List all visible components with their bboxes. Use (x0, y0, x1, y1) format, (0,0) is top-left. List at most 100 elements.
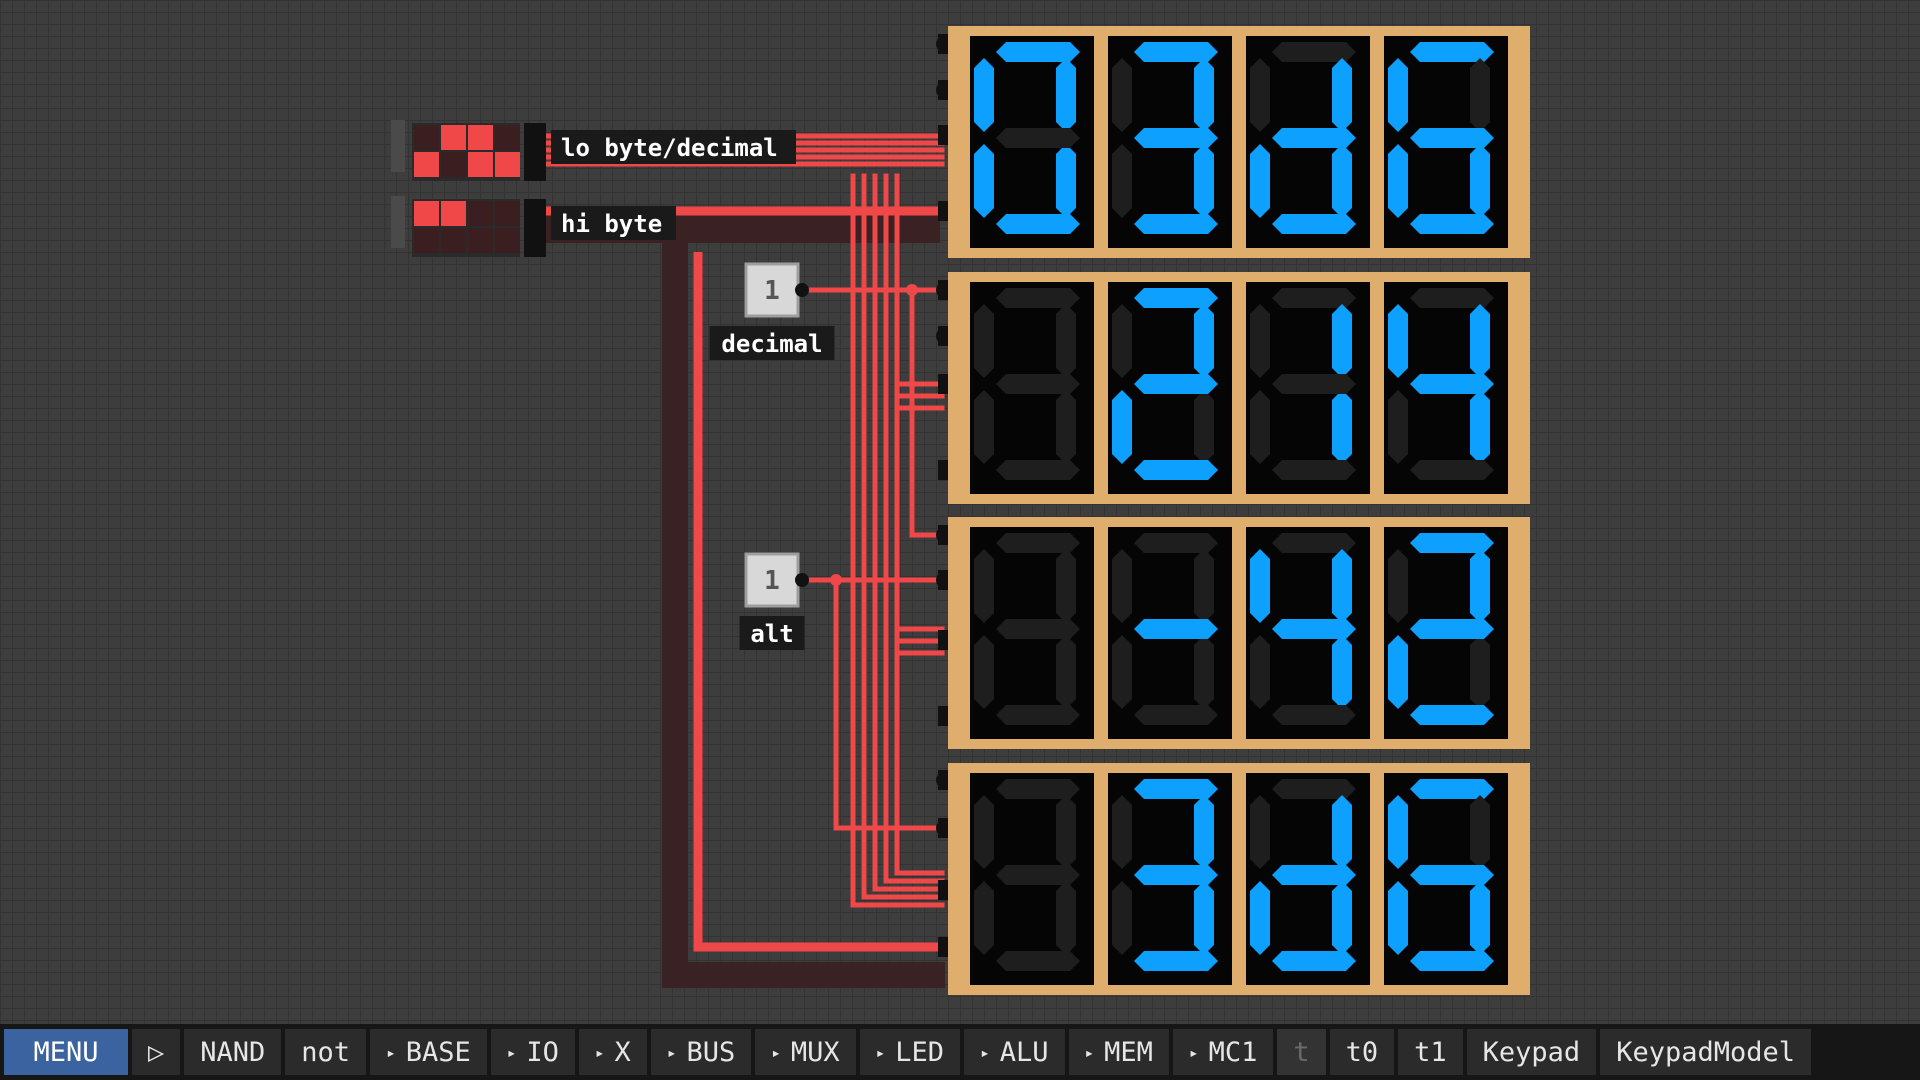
input-button-face[interactable] (744, 552, 800, 608)
switch-bit-toggle[interactable] (468, 125, 493, 150)
switch-bit-toggle[interactable] (441, 201, 466, 226)
segment-c (1194, 635, 1214, 709)
switch-bit-toggle[interactable] (414, 152, 439, 177)
segment-f (1250, 304, 1270, 378)
toolbar-led-button[interactable]: ▸LED (859, 1029, 961, 1075)
switch-handle[interactable] (391, 196, 405, 248)
toolbar-t-button[interactable]: t (1277, 1029, 1326, 1075)
toolbar-io-button[interactable]: ▸IO (490, 1029, 575, 1075)
segment-a (1410, 42, 1494, 62)
switch-bit-toggle[interactable] (495, 125, 520, 150)
segment-e (974, 144, 994, 218)
toolbar-t1-button[interactable]: t1 (1398, 1029, 1463, 1075)
segment-e (1388, 390, 1408, 464)
switch-bit-toggle[interactable] (414, 125, 439, 150)
toolbar-mux-button[interactable]: ▸MUX (755, 1029, 856, 1075)
segment-a (1134, 288, 1218, 308)
segment-e (1112, 390, 1132, 464)
toolbar-nand-button[interactable]: NAND (184, 1029, 282, 1075)
segment-f (974, 795, 994, 869)
toolbar-mem-button[interactable]: ▸MEM (1068, 1029, 1169, 1075)
display-input-pin[interactable] (938, 201, 950, 221)
switch-bit-toggle[interactable] (414, 228, 439, 253)
display-input-pin[interactable] (938, 706, 950, 726)
segment-e (1250, 635, 1270, 709)
segment-g (1272, 619, 1356, 639)
input-button-value: 1 (764, 566, 780, 596)
display-input-pin[interactable] (938, 937, 950, 957)
decimal-branch-wire (909, 290, 942, 538)
input-label-bg (709, 326, 835, 360)
seven-segment-display (948, 517, 1530, 749)
alt-branch-wire (833, 580, 942, 831)
input-button-face[interactable] (744, 262, 800, 318)
toolbar-item-label: X (614, 1036, 631, 1068)
toolbar-menu-button[interactable]: MENU (4, 1029, 128, 1075)
segment-c (1470, 144, 1490, 218)
segment-b (1056, 304, 1076, 378)
toolbar-t0-button[interactable]: t0 (1329, 1029, 1395, 1075)
toolbar-alu-button[interactable]: ▸ALU (964, 1029, 1065, 1075)
toolbar-item-label: Keypad (1482, 1036, 1581, 1068)
segment-a (1272, 288, 1356, 308)
switch-bit-toggle[interactable] (441, 125, 466, 150)
input-button-value: 1 (764, 276, 780, 306)
toolbar-item-label: not (301, 1036, 351, 1068)
switch-bit-toggle[interactable] (468, 201, 493, 226)
toolbar-base-button[interactable]: ▸BASE (370, 1029, 487, 1075)
segment-g (996, 128, 1080, 148)
switch-label: hi byte (561, 210, 662, 238)
switch-handle[interactable] (391, 120, 405, 172)
toolbar-play-button[interactable]: ▷ (132, 1029, 181, 1075)
segment-g (1410, 374, 1494, 394)
segment-g (1272, 128, 1356, 148)
segment-d (1134, 951, 1218, 971)
display-input-pin[interactable] (938, 125, 950, 145)
display-input-pin[interactable] (938, 630, 950, 650)
decimal-input-button[interactable]: 1 decimal (709, 262, 835, 360)
toolbar-mc1-button[interactable]: ▸MC1 (1172, 1029, 1274, 1075)
display-input-pin[interactable] (938, 460, 950, 480)
switch-bit-toggle[interactable] (441, 228, 466, 253)
display-input-pin[interactable] (938, 880, 950, 900)
expand-arrow-icon: ▸ (1084, 1042, 1095, 1062)
toolbar-keypad-button[interactable]: Keypad (1466, 1029, 1597, 1075)
switch-bit-toggle[interactable] (468, 228, 493, 253)
segment-a (1134, 42, 1218, 62)
segment-g (996, 619, 1080, 639)
segment-g (1410, 128, 1494, 148)
segment-g (1272, 374, 1356, 394)
segment-d (996, 951, 1080, 971)
lo-byte-switch: lo byte/decimal (391, 120, 796, 181)
input-label: decimal (721, 330, 822, 358)
toolbar-x-button[interactable]: ▸X (578, 1029, 647, 1075)
switch-bit-toggle[interactable] (495, 228, 520, 253)
switch-bit-toggle[interactable] (441, 152, 466, 177)
segment-f (974, 549, 994, 623)
toolbar-bus-button[interactable]: ▸BUS (650, 1029, 752, 1075)
switch-bit-toggle[interactable] (495, 152, 520, 177)
segment-d (996, 214, 1080, 234)
seven-segment-display (948, 26, 1530, 258)
wire-layer (530, 133, 947, 988)
segment-d (1134, 214, 1218, 234)
segment-g (1134, 619, 1218, 639)
switch-label-bg (551, 206, 676, 240)
toolbar-not-button[interactable]: not (285, 1029, 367, 1075)
switch-bit-toggle[interactable] (414, 201, 439, 226)
segment-e (1112, 881, 1132, 955)
switch-bit-toggle[interactable] (495, 201, 520, 226)
segment-f (974, 304, 994, 378)
display-input-pin[interactable] (938, 374, 950, 394)
toolbar-item-label: ALU (999, 1036, 1049, 1068)
toolbar-item-label: IO (526, 1036, 559, 1068)
segment-f (1388, 795, 1408, 869)
seven-segment-display (948, 272, 1530, 504)
toolbar-keypadmodel-button[interactable]: KeypadModel (1600, 1029, 1811, 1075)
segment-b (1332, 549, 1352, 623)
toolbar-item-label: MC1 (1208, 1036, 1258, 1068)
switch-bit-toggle[interactable] (468, 152, 493, 177)
